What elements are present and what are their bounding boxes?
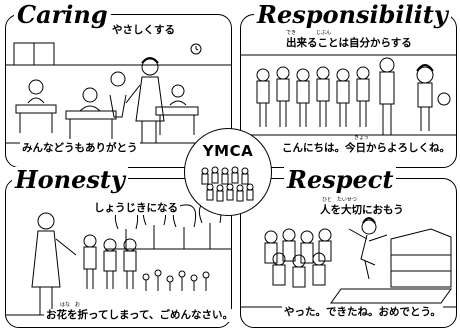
respect-caption-top: 人を大切におもう: [318, 204, 406, 217]
responsibility-caption-top: 出来ることは自分からする: [284, 37, 414, 50]
ymca-emblem: YMCA: [184, 128, 272, 216]
honesty-caption-top: しょうじきになる: [92, 202, 180, 215]
caring-title: Caring: [14, 2, 111, 28]
caring-caption-top: やさしくする: [110, 24, 177, 37]
responsibility-ruby-bottom: きょう: [354, 135, 370, 141]
honesty-caption-bottom: お花を折ってしまって、ごめんなさい。: [44, 309, 236, 322]
ymca-logo-text: YMCA: [202, 142, 254, 160]
respect-title: Respect: [284, 167, 397, 193]
respect-ruby-top: ひと たいせつ: [322, 197, 357, 203]
responsibility-illustration: [241, 54, 456, 136]
respect-caption-bottom: やった。できたね。おめでとう。: [282, 306, 443, 319]
responsibility-caption-bottom: こんにちは。今日からよろしくね。: [280, 142, 452, 155]
responsibility-title: Responsibility: [254, 2, 451, 28]
honesty-title: Honesty: [12, 167, 128, 193]
honesty-ruby-bottom: はな お: [60, 302, 81, 308]
responsibility-ruby-top: でき じぶん: [286, 30, 332, 36]
caring-caption-bottom: みんなどうもありがとう: [20, 142, 140, 155]
respect-panel: [240, 178, 457, 328]
group-figures-icon: [201, 166, 254, 202]
